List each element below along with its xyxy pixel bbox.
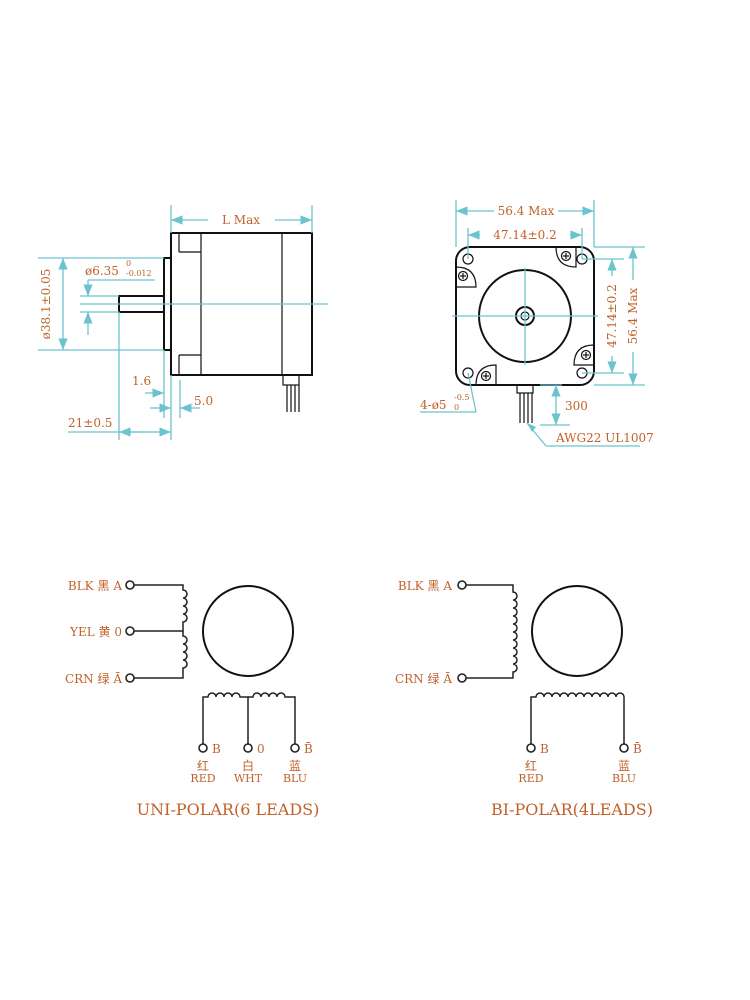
- hole-spacing-label: 47.14±0.2: [493, 228, 557, 242]
- unipolar-rotor: [202, 585, 294, 677]
- uni-lead-a-label: BLK 黑 A: [68, 579, 122, 593]
- bi-code-red: RED: [518, 772, 543, 785]
- hole-callout-label: 4-ø5: [420, 398, 447, 412]
- uni-term-0b: [243, 743, 253, 753]
- hole-spacing-v-label: 47.14±0.2: [605, 284, 619, 348]
- shaft-tol-lower: -0.012: [126, 269, 152, 278]
- bi-term-abar: [457, 673, 467, 683]
- side-view: L Max ø38.1±0.05 ø6.35 0 -0.012 1.6 5.0 …: [38, 205, 328, 440]
- unipolar-diagram: BLK 黑 A YEL 黄 0 CRN 绿 Ā B 0 B̄ 红 白 蓝 RED…: [65, 579, 319, 819]
- bipolar-caption: BI-POLAR(4LEADS): [491, 800, 653, 819]
- outer-width-label: 56.4 Max: [498, 204, 555, 218]
- lead-length-label: 300: [565, 399, 588, 413]
- uni-term-abar: [125, 673, 135, 683]
- uni-cn-wht: 白: [242, 758, 254, 773]
- unipolar-caption: UNI-POLAR(6 LEADS): [137, 800, 320, 819]
- uni-term-0: [125, 626, 135, 636]
- lead-wires-side: [282, 374, 300, 412]
- shaft-diameter-label: ø6.35: [85, 264, 119, 278]
- bi-cn-red: 红: [525, 758, 537, 773]
- bi-term-b: [526, 743, 536, 753]
- wire-spec-label: AWG22 UL1007: [555, 431, 654, 445]
- uni-term-a: [125, 580, 135, 590]
- bi-term-bbar: [619, 743, 629, 753]
- uni-pin-0: 0: [257, 742, 265, 756]
- bi-pin-b: B: [540, 742, 549, 756]
- uni-pin-b: B: [212, 742, 221, 756]
- bipolar-diagram: BLK 黑 A CRN 绿 Ā B B̄ 红 蓝 RED BLU BI-POLA…: [395, 579, 653, 819]
- uni-term-bbar: [290, 743, 300, 753]
- boss-offset-label: 5.0: [194, 394, 213, 408]
- bi-cn-blu: 蓝: [618, 759, 630, 773]
- uni-lead-0-label: YEL 黄 0: [69, 625, 122, 639]
- front-view: 56.4 Max 47.14±0.2 47.14±0.2 56.4 Max 4-…: [420, 200, 654, 447]
- uni-code-wht: WHT: [234, 772, 263, 785]
- boss-diameter-label: ø38.1±0.05: [39, 269, 53, 340]
- mount-hole-bl: [462, 367, 474, 379]
- outer-height-label: 56.4 Max: [626, 287, 640, 344]
- bi-pin-bbar: B̄: [633, 741, 642, 756]
- shaft-tol-upper: 0: [126, 259, 131, 268]
- hole-tol-upper: -0.5: [454, 393, 469, 402]
- uni-cn-blu: 蓝: [289, 759, 301, 773]
- uni-code-blu: BLU: [283, 772, 307, 785]
- uni-pin-bbar: B̄: [304, 741, 313, 756]
- uni-cn-red: 红: [197, 758, 209, 773]
- hole-tol-lower: 0: [454, 403, 459, 412]
- bipolar-rotor: [531, 585, 623, 677]
- bi-lead-a-label: BLK 黑 A: [398, 579, 452, 593]
- uni-term-b: [198, 743, 208, 753]
- lead-wires-front: [516, 384, 534, 423]
- bi-lead-abar-label: CRN 绿 Ā: [395, 671, 452, 686]
- shaft-length-label: 21±0.5: [68, 416, 112, 430]
- boss-height-label: 1.6: [132, 374, 151, 388]
- bi-code-blu: BLU: [612, 772, 636, 785]
- length-dim-label: L Max: [222, 213, 260, 227]
- uni-code-red: RED: [190, 772, 215, 785]
- bi-term-a: [457, 580, 467, 590]
- uni-lead-abar-label: CRN 绿 Ā: [65, 671, 122, 686]
- screw-icons: [455, 246, 595, 386]
